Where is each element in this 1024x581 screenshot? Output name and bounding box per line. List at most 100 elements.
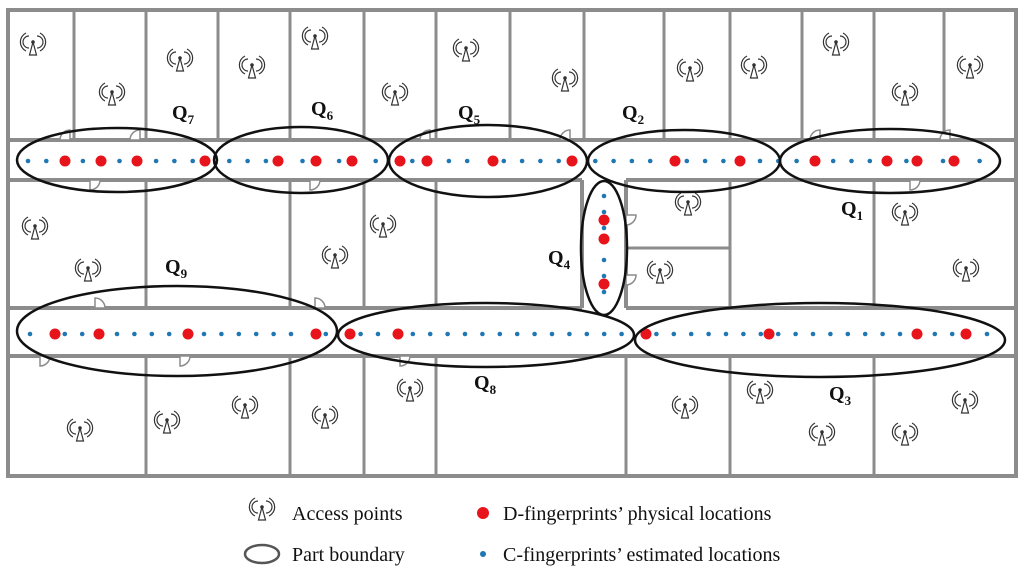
d-fingerprint-dot <box>598 278 610 290</box>
c-fingerprint-dot <box>702 158 708 164</box>
c-fingerprint-dot <box>538 158 543 164</box>
c-fingerprint-dot <box>830 158 836 164</box>
d-fingerprint-dot <box>734 155 746 167</box>
c-fingerprint-dot <box>464 158 470 164</box>
c-fingerprint-dot <box>271 331 276 337</box>
d-fingerprint-dot <box>49 328 61 340</box>
access-point-icon <box>369 214 397 238</box>
c-fingerprint-dot <box>446 158 452 164</box>
c-fingerprint-dot <box>758 331 764 337</box>
c-fingerprint-dot <box>984 331 990 337</box>
c-fingerprint-dot <box>132 331 137 337</box>
c-fingerprint-dot <box>373 158 379 164</box>
c-fingerprint-dot <box>593 158 598 164</box>
d-fingerprint-dot <box>59 155 71 167</box>
c-fingerprint-dot <box>219 331 224 337</box>
c-fingerprint-dot <box>977 158 982 164</box>
c-fingerprint-dot <box>601 257 607 263</box>
access-point-icon <box>74 258 102 282</box>
c-fingerprint-dot <box>601 193 607 199</box>
c-fingerprint-dot <box>849 158 854 164</box>
c-fingerprint-dot <box>149 331 155 337</box>
access-point-icon <box>66 418 94 442</box>
d-fingerprint-dot <box>272 155 284 167</box>
c-fingerprint-dot <box>288 331 294 337</box>
c-fingerprint-dot <box>647 158 653 164</box>
c-fingerprint-dot <box>601 225 607 231</box>
part-label-q4: Q4 <box>548 247 571 272</box>
part-boundary-q1 <box>778 127 1002 195</box>
d-fingerprint-dot <box>199 155 211 167</box>
d-fingerprint-dot <box>960 328 972 340</box>
c-fingerprint-dot <box>514 331 520 337</box>
part-label-q6: Q6 <box>311 98 334 123</box>
access-point-icon <box>21 216 49 240</box>
access-point-icon <box>311 405 339 429</box>
d-fingerprint-dot <box>421 155 433 167</box>
access-point-icon <box>746 380 774 404</box>
c-fingerprint-dot <box>706 331 711 337</box>
access-point-icon <box>551 68 579 92</box>
legend-part-boundary-icon <box>243 543 281 565</box>
c-fingerprint-dot <box>828 331 833 337</box>
c-fingerprint-dot <box>654 331 659 337</box>
c-fingerprint-dot <box>153 158 159 164</box>
d-fingerprint-dot <box>566 155 578 167</box>
part-boundary-q3 <box>633 301 1007 379</box>
d-fingerprint-dot <box>911 328 923 340</box>
room-walls <box>72 10 946 476</box>
c-fingerprint-dot <box>584 331 590 337</box>
access-point-icon <box>98 82 126 106</box>
access-point-icon <box>238 55 266 79</box>
c-fingerprint-dot <box>862 331 868 337</box>
c-fingerprint-dot <box>619 331 624 337</box>
d-fingerprint-dot <box>948 155 960 167</box>
part-labels: Q7 Q6 Q5 Q2 Q1 Q4 Q9 Q8 Q3 <box>165 98 863 408</box>
c-fingerprint-dot <box>793 331 798 337</box>
c-fingerprint-dot <box>794 158 799 164</box>
d-fingerprint-dot <box>346 155 358 167</box>
c-fingerprint-dot <box>462 331 468 337</box>
c-fingerprint-dot <box>721 158 726 164</box>
c-fingerprint-dot <box>501 158 507 164</box>
c-fingerprint-dot <box>904 158 909 164</box>
c-fingerprint-dot <box>480 331 485 337</box>
c-fingerprint-dot <box>114 331 120 337</box>
access-point-icon <box>676 58 704 82</box>
c-fingerprint-dot <box>253 331 259 337</box>
d-fingerprint-dot <box>344 328 356 340</box>
access-point-icon <box>891 422 919 446</box>
c-fingerprint-dot <box>27 331 33 337</box>
part-label-q7: Q7 <box>172 102 195 127</box>
access-point-icon <box>19 32 47 56</box>
c-fingerprint-dot <box>375 331 381 337</box>
c-fingerprint-dot <box>567 331 572 337</box>
access-point-icon <box>671 395 699 419</box>
c-fingerprint-dot <box>117 158 122 164</box>
c-fingerprint-dot <box>497 331 503 337</box>
access-point-icon <box>452 38 480 62</box>
part-boundary-q7 <box>15 126 219 194</box>
d-fingerprint-dot <box>310 328 322 340</box>
c-fingerprint-dot <box>532 331 537 337</box>
c-fingerprint-dot <box>845 331 851 337</box>
c-fingerprint-dot <box>810 331 816 337</box>
c-fingerprint-dot <box>44 158 49 164</box>
c-fingerprint-dot <box>940 158 946 164</box>
access-point-icon <box>646 260 674 284</box>
c-fingerprint-dot <box>549 331 555 337</box>
c-fingerprint-dot <box>601 331 607 337</box>
access-point-icon <box>396 378 424 402</box>
legend-c-fingerprints-label: C-fingerprints’ estimated locations <box>503 544 781 566</box>
c-fingerprint-dot <box>671 331 677 337</box>
part-label-q5: Q5 <box>458 102 481 127</box>
access-point-icon <box>321 245 349 269</box>
d-fingerprint-dot <box>640 328 652 340</box>
c-fingerprint-dot <box>227 158 232 164</box>
c-fingerprint-dot <box>757 158 763 164</box>
c-fingerprint-dot <box>932 331 938 337</box>
legend-d-fingerprints-label: D-fingerprints’ physical locations <box>503 503 772 525</box>
access-point-icon <box>956 55 984 79</box>
c-fingerprint-dot <box>684 158 690 164</box>
building-walls <box>6 8 1018 478</box>
